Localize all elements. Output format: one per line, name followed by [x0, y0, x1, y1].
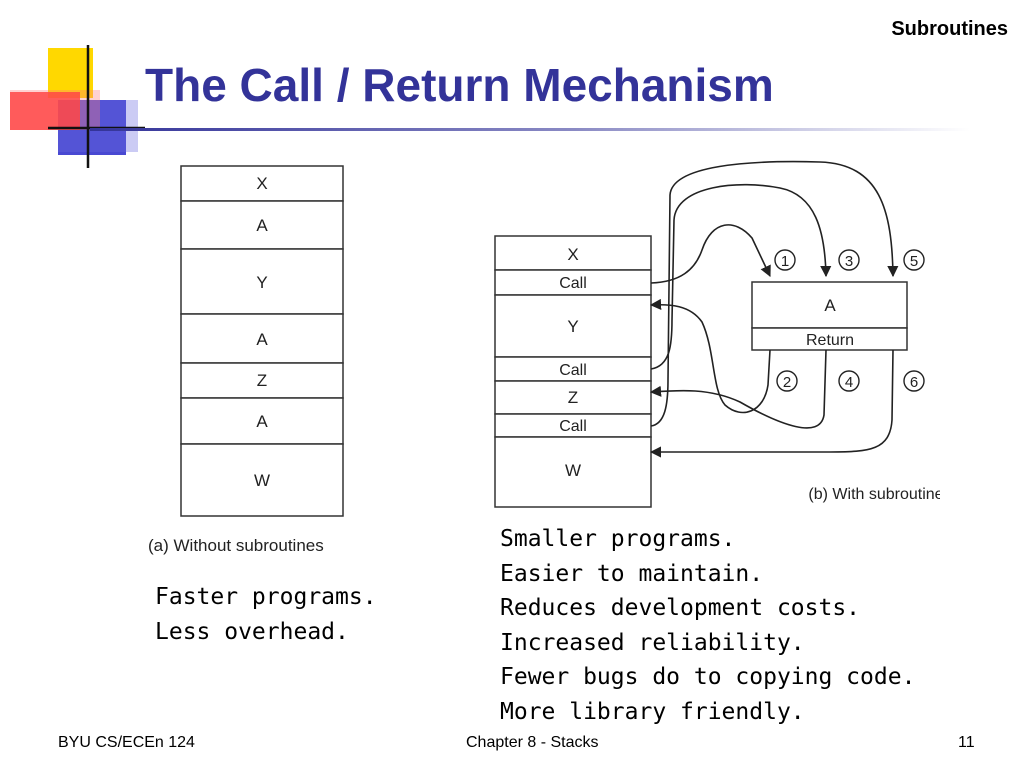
call-arrow-1: [650, 224, 771, 284]
diagram-without-subroutines: X A Y A Z A W: [180, 165, 344, 517]
block-a-4-label: Z: [257, 371, 267, 390]
marker-3: [838, 249, 860, 271]
block-a-6: [180, 443, 344, 517]
right-benefit-item: Increased reliability.: [500, 629, 805, 656]
footer-chapter: Chapter 8 - Stacks: [466, 734, 599, 751]
marker-4: [838, 370, 860, 392]
right-benefit-item: Easier to maintain.: [500, 560, 764, 587]
block-b-4: [494, 380, 652, 415]
right-benefit-item: Fewer bugs do to copying code.: [500, 664, 916, 690]
block-b-6-label: W: [565, 461, 581, 480]
marker-1: [774, 249, 796, 271]
block-a-2-label: Y: [256, 273, 267, 292]
block-a-5-label: A: [256, 412, 268, 431]
marker-6: [903, 370, 925, 392]
marker-4-label: 4: [845, 374, 853, 391]
block-b-3-label: Call: [559, 362, 587, 379]
block-b-0: [494, 235, 652, 271]
marker-2: [776, 370, 798, 392]
block-a-1-label: A: [256, 216, 268, 235]
marker-2-label: 2: [783, 374, 791, 391]
block-b-3: [494, 356, 652, 382]
footer-page-number: 11: [958, 734, 975, 751]
marker-3-label: 3: [845, 253, 853, 270]
block-a-3-label: A: [256, 330, 268, 349]
marker-6-label: 6: [910, 374, 918, 391]
marker-5-label: 5: [910, 253, 918, 270]
right-benefits-list: Smaller programs. Easier to maintain. Re…: [500, 522, 915, 729]
diagram-with-subroutines: X Call Y Call Z Call W A Return 1 3 5 2 …: [494, 160, 940, 508]
subroutine-a-box: [751, 281, 908, 329]
right-benefit-item: More library friendly.: [500, 698, 805, 725]
left-benefits-list: Faster programs. Less overhead.: [155, 580, 377, 649]
return-arrow-2: [649, 298, 771, 414]
block-a-1: [180, 200, 344, 250]
block-b-4-label: Z: [568, 388, 578, 407]
block-a-0-label: X: [256, 174, 267, 193]
return-label: Return: [806, 332, 854, 349]
caption-without-subroutines: (a) Without subroutines: [148, 536, 324, 555]
block-a-2: [180, 248, 344, 315]
slide-title: The Call / Return Mechanism: [145, 59, 774, 111]
left-benefit-item: Faster programs.: [155, 584, 377, 610]
footer-course: BYU CS/ECEn 124: [58, 734, 195, 751]
return-arrow-4: [649, 349, 827, 429]
block-a-6-label: W: [254, 471, 270, 490]
block-b-6: [494, 436, 652, 508]
marker-1-label: 1: [781, 253, 789, 270]
block-b-2: [494, 294, 652, 358]
block-b-0-label: X: [567, 245, 578, 264]
block-b-5-label: Call: [559, 418, 587, 435]
subroutine-a-label: A: [824, 296, 836, 315]
block-a-3: [180, 313, 344, 364]
right-benefit-item: Reduces development costs.: [500, 595, 861, 621]
return-arrow-6: [649, 349, 894, 458]
block-a-5: [180, 397, 344, 445]
block-b-1-label: Call: [559, 275, 587, 292]
block-b-2-label: Y: [567, 317, 578, 336]
right-benefit-item: Smaller programs.: [500, 526, 736, 552]
call-arrow-3: [650, 183, 832, 370]
title-divider: [90, 128, 970, 131]
section-label: Subroutines: [891, 18, 1008, 40]
marker-5: [903, 249, 925, 271]
left-benefit-item: Less overhead.: [155, 618, 349, 645]
subroutine-return-box: [751, 327, 908, 351]
corner-decoration: [10, 45, 145, 168]
caption-with-subroutines: (b) With subroutines: [808, 486, 940, 503]
call-arrow-5: [650, 160, 899, 427]
block-a-4: [180, 362, 344, 399]
